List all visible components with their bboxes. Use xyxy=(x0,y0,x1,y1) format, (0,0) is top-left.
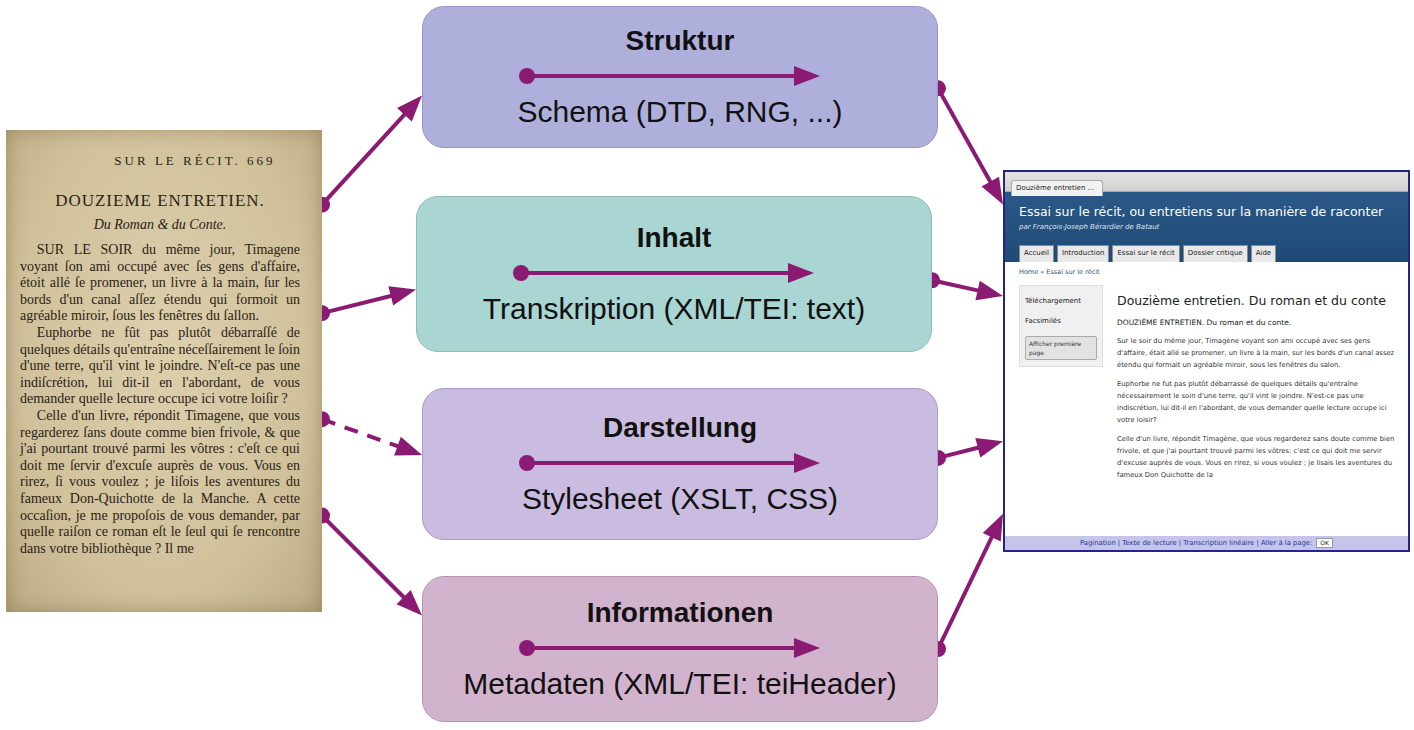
tab-row: AccueilIntroductionEssai sur le récitDos… xyxy=(1019,245,1396,262)
arrow-head xyxy=(788,263,814,283)
arrow-shaft xyxy=(527,646,796,650)
connector-arrow xyxy=(930,438,1003,466)
page-body: TéléchargementFacsimilésAfficher premièr… xyxy=(1005,281,1408,536)
paragraph-text: SUR LE SOIR du même jour, Timagene voyan… xyxy=(20,242,300,325)
footer-button: OK xyxy=(1316,538,1333,548)
inner-arrow xyxy=(439,445,921,481)
page-heading: Douzième entretien. Du roman et du conte xyxy=(1117,293,1396,309)
box-subtitle: Schema (DTD, RNG, ...) xyxy=(517,94,842,130)
arrow-head xyxy=(794,66,820,86)
box-heading: Informationen xyxy=(587,596,774,630)
subtitle-wrap: Stylesheet (XSLT, CSS) xyxy=(522,481,838,517)
page-subheading: DOUZIÈME ENTRETIEN. Du roman et du conte… xyxy=(1117,317,1396,328)
heading-wrap: Struktur xyxy=(626,24,735,58)
site-author: par François-Joseph Bérardier de Bataut xyxy=(1019,222,1396,233)
connector-line xyxy=(938,535,993,649)
connector-arrow xyxy=(314,411,422,455)
arrow-head xyxy=(982,177,1003,205)
paragraph-text: Sur le soir du même jour, Timagène voyan… xyxy=(1117,335,1396,371)
box-heading: Inhalt xyxy=(637,221,712,255)
connector-arrow xyxy=(930,514,1003,657)
arrow-shaft xyxy=(521,271,790,275)
paragraph-text: Euphorbe ne fût pas plutôt débarraſſé de… xyxy=(20,325,300,408)
breadcrumb-bar: Home » Essai sur le récit xyxy=(1005,262,1408,281)
connector-line xyxy=(322,419,399,447)
process-box: StrukturSchema (DTD, RNG, ...) xyxy=(422,6,938,148)
heading-wrap: Darstellung xyxy=(603,411,757,445)
box-subtitle: Stylesheet (XSLT, CSS) xyxy=(522,481,838,517)
sidebar-heading: Téléchargement xyxy=(1025,296,1097,306)
arrow-head xyxy=(794,638,820,658)
subtitle-wrap: Schema (DTD, RNG, ...) xyxy=(517,94,842,130)
running-head: SUR LE RÉCIT. 669 xyxy=(20,152,300,170)
site-title: Essai sur le récit, ou entretiens sur la… xyxy=(1019,204,1396,220)
connector-line xyxy=(322,113,406,205)
box-heading: Darstellung xyxy=(603,411,757,445)
connector-line xyxy=(322,295,393,313)
book-page-scan: SUR LE RÉCIT. 669DOUZIEME ENTRETIEN. Du R… xyxy=(6,130,322,612)
connector-line xyxy=(322,516,405,599)
connector-line xyxy=(938,88,991,183)
arrow-dot xyxy=(519,455,535,471)
web-page-screenshot: Douzième entretien ... Essai sur le récit… xyxy=(1003,170,1410,552)
heading-wrap: Informationen xyxy=(587,596,774,630)
box-subtitle: Metadaten (XML/TEI: teiHeader) xyxy=(463,666,897,702)
paragraph-text: Celle d'un livre, répondit Timagene, que… xyxy=(20,408,300,557)
breadcrumb: Home » Essai sur le récit xyxy=(1019,268,1394,277)
subtitle-wrap: Transkription (XML/TEI: text) xyxy=(483,291,865,327)
site-header: Essai sur le récit, ou entretiens sur la… xyxy=(1005,192,1408,262)
nav-tab: Accueil xyxy=(1019,245,1054,262)
arrow-dot xyxy=(519,68,535,84)
main-column: Douzième entretien. Du roman et du conte… xyxy=(1103,285,1408,530)
footer-bar: Pagination | Texte de lecture | Transcri… xyxy=(1005,536,1408,550)
process-box: InformationenMetadaten (XML/TEI: teiHead… xyxy=(422,576,938,722)
arrow-shaft xyxy=(527,74,796,78)
arrow-head xyxy=(394,437,422,456)
paragraph-text: Euphorbe ne fut pas plutôt débarrassé de… xyxy=(1117,378,1396,426)
inner-arrow xyxy=(439,630,921,666)
paragraph-text: Celle d'un livre, répondit Timagène, que… xyxy=(1117,433,1396,481)
heading-wrap: Inhalt xyxy=(637,221,712,255)
box-heading: Struktur xyxy=(626,24,735,58)
process-box: DarstellungStylesheet (XSLT, CSS) xyxy=(422,388,938,540)
sidebar: TéléchargementFacsimilésAfficher premièr… xyxy=(1019,285,1103,367)
connector-arrow xyxy=(314,508,422,616)
arrow-head xyxy=(975,281,1003,301)
arrow-head xyxy=(397,95,422,121)
arrow-dot xyxy=(519,640,535,656)
nav-tab: Essai sur le récit xyxy=(1112,245,1179,262)
browser-tab-title: Douzième entretien ... xyxy=(1011,180,1103,196)
nav-tab: Dossier critique xyxy=(1183,245,1248,262)
chapter-subtitle: Du Roman & du Conte. xyxy=(20,216,300,234)
connector-arrow xyxy=(930,80,1003,204)
arrow-head xyxy=(388,286,416,305)
arrow-head xyxy=(983,514,1003,542)
nav-tab: Introduction xyxy=(1057,245,1109,262)
subtitle-wrap: Metadaten (XML/TEI: teiHeader) xyxy=(463,666,897,702)
arrow-head xyxy=(975,438,1003,457)
browser-bar: Douzième entretien ... xyxy=(1005,172,1408,192)
inner-arrow xyxy=(439,58,921,94)
process-box: InhaltTranskription (XML/TEI: text) xyxy=(416,196,932,352)
arrow-head xyxy=(794,453,820,473)
arrow-head xyxy=(397,590,422,615)
sidebar-heading: Facsimilés xyxy=(1025,316,1097,326)
connector-arrow xyxy=(924,272,1003,300)
connector-arrow xyxy=(314,286,416,321)
inner-arrow xyxy=(433,255,915,291)
box-subtitle: Transkription (XML/TEI: text) xyxy=(483,291,865,327)
footer-links: Pagination | Texte de lecture | Transcri… xyxy=(1080,538,1312,548)
connector-arrow xyxy=(314,95,422,212)
chapter-title: DOUZIEME ENTRETIEN. xyxy=(20,190,300,212)
arrow-dot xyxy=(513,265,529,281)
sidebar-button: Afficher première page xyxy=(1025,336,1097,360)
arrow-shaft xyxy=(527,461,796,465)
nav-tab: Aide xyxy=(1251,245,1276,262)
